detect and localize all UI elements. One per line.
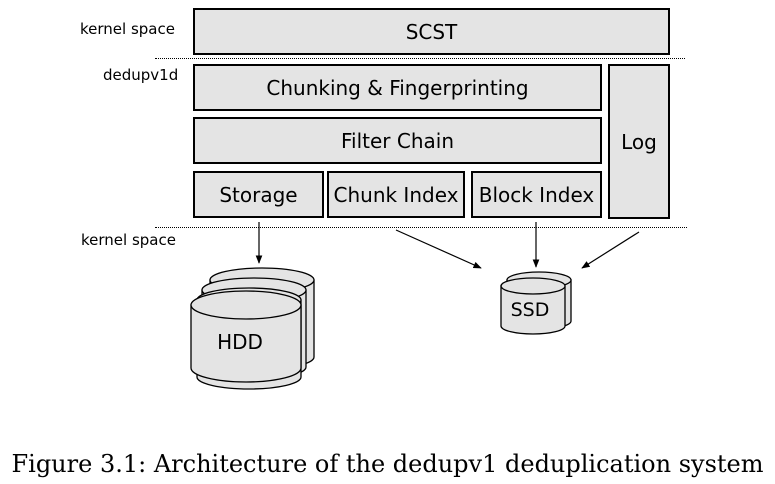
chunking-fingerprinting-label: Chunking & Fingerprinting [266,75,529,100]
filter-chain-label: Filter Chain [340,128,455,153]
scst-box: SCST [193,8,670,55]
chunk-index-box: Chunk Index [327,171,465,218]
hdd-stack-icon [190,267,315,390]
kernel-space-top-label: kernel space [80,20,175,38]
log-box: Log [608,64,670,219]
bottom-layer-separator [155,227,687,228]
log-label: Log [621,129,657,154]
scst-label: SCST [405,19,458,44]
kernel-space-bottom-label: kernel space [81,231,176,249]
chunking-fingerprinting-box: Chunking & Fingerprinting [193,64,602,111]
block-index-box: Block Index [471,171,602,218]
ssd-label: SSD [511,299,550,321]
figure-caption: Figure 3.1: Architecture of the dedupv1 … [11,450,764,478]
daemon-label: dedupv1d [103,66,179,84]
filter-chain-box: Filter Chain [193,117,602,164]
top-layer-separator [155,58,685,59]
block-index-label: Block Index [478,182,595,207]
storage-label: Storage [219,182,298,207]
chunk-index-label: Chunk Index [333,182,459,207]
ssd-stack-icon [500,271,572,335]
log-to-ssd-arrow [581,231,640,269]
hdd-label: HDD [217,330,263,354]
chunk-index-to-ssd-arrow [395,229,482,269]
storage-box: Storage [193,171,324,218]
